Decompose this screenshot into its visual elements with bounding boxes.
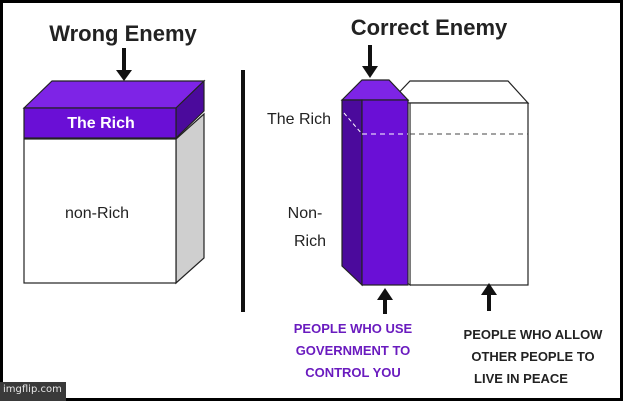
non-rich-block-side [175, 112, 205, 285]
peace-block-top [387, 80, 530, 104]
government-block-side [341, 99, 363, 287]
rich-block: The Rich [22, 79, 206, 140]
wrong-enemy-panel: Wrong Enemy non-Rich The Rich [22, 21, 206, 285]
rich-block-top [22, 80, 206, 109]
government-block-front [361, 99, 409, 286]
wrong-enemy-title: Wrong Enemy [49, 21, 197, 46]
caption-government-line2: GOVERNMENT TO [296, 343, 411, 358]
caption-government-line3: CONTROL YOU [305, 365, 401, 380]
rich-divider-dashed-side [343, 112, 363, 135]
peace-block-front [409, 102, 529, 286]
government-block [340, 79, 410, 287]
watermark-bg [0, 382, 66, 401]
rich-block-front [23, 107, 177, 139]
caption-peace-line3: LIVE IN PEACE [474, 371, 568, 386]
caption-peace-line2: OTHER PEOPLE TO [471, 349, 594, 364]
caption-government-line1: PEOPLE WHO USE [294, 321, 413, 336]
down-arrow-icon [362, 45, 378, 78]
caption-government: PEOPLE WHO USE GOVERNMENT TO CONTROL YOU [294, 321, 413, 380]
correct-enemy-panel: Correct Enemy The Rich Non- Rich [267, 15, 603, 386]
caption-peace-line1: PEOPLE WHO ALLOW [464, 327, 604, 342]
imgflip-watermark: imgflip.com [3, 384, 62, 395]
non-rich-label-right-line1: Non- [288, 205, 323, 222]
correct-enemy-title: Correct Enemy [351, 15, 508, 40]
the-rich-label-right: The Rich [267, 111, 331, 128]
peace-block [387, 80, 530, 287]
up-arrow-icon [377, 288, 393, 314]
non-rich-label-right-line2: Rich [294, 233, 326, 250]
up-arrow-icon [481, 283, 497, 311]
non-rich-block-front [23, 138, 177, 284]
down-arrow-icon [116, 48, 132, 81]
non-rich-label: non-Rich [65, 205, 129, 222]
non-rich-block: non-Rich [23, 112, 205, 285]
the-rich-label-left: The Rich [67, 115, 135, 132]
caption-peace: PEOPLE WHO ALLOW OTHER PEOPLE TO LIVE IN… [464, 327, 604, 386]
